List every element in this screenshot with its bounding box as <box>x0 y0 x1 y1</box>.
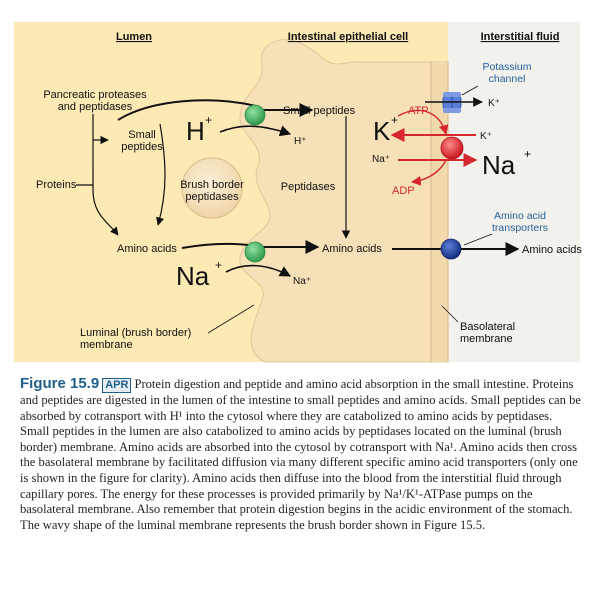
na-k-atpase-pump <box>440 136 464 160</box>
proteins-to-amino-acids-arrow <box>92 172 119 236</box>
brush-border-label-1: Brush border <box>180 179 244 191</box>
interstitial-heading: Interstitial fluid <box>481 31 560 43</box>
aa-transporter-leader <box>463 233 493 246</box>
luminal-membrane-label-2: membrane <box>80 339 133 351</box>
lumen-heading: Lumen <box>116 31 152 43</box>
na-big-label: Na <box>482 150 516 180</box>
h-cell-label: H⁺ <box>294 136 307 147</box>
apr-badge: APR <box>102 378 132 393</box>
small-peptides-lumen-label-2: peptides <box>121 141 163 153</box>
h-ion-charge: + <box>205 113 212 127</box>
figure-label: Figure 15.9 <box>20 375 100 392</box>
epithelial-cell <box>239 38 449 363</box>
aa-na-cotransporter <box>244 241 266 263</box>
amino-acid-transporter <box>440 238 462 260</box>
small-peptide-uptake-arrow-a <box>117 99 257 121</box>
potassium-channel-label-2: channel <box>489 73 526 85</box>
potassium-channel-leader <box>461 85 479 96</box>
luminal-membrane-label-1: Luminal (brush border) <box>80 327 191 339</box>
peptidases-label: Peptidases <box>281 181 336 193</box>
k-ion-charge: + <box>391 113 398 127</box>
adp-arrow <box>411 159 447 186</box>
na-small-label: Na⁺ <box>293 276 311 287</box>
k-out-label: K⁺ <box>488 98 500 109</box>
amino-acids-lumen-label: Amino acids <box>117 243 177 255</box>
cell-heading: Intestinal epithelial cell <box>288 31 408 43</box>
pancreatic-proteases-label-1: Pancreatic proteases <box>43 89 147 101</box>
na-ion-label: Na <box>176 261 210 291</box>
small-peptides-cell-label: Small peptides <box>283 105 356 117</box>
amino-acids-out-label: Amino acids <box>522 244 582 256</box>
proteins-label: Proteins <box>36 179 77 191</box>
brush-border-peptidases-circle <box>181 157 243 219</box>
na-influx-arrow <box>225 264 291 277</box>
potassium-channel-label-1: Potassium <box>482 61 531 73</box>
h-ion-label: H <box>186 116 205 146</box>
na-cell-label: Na⁺ <box>372 154 390 165</box>
na-ion-charge: + <box>215 258 222 272</box>
basolateral-membrane-leader <box>441 305 459 323</box>
amino-acids-cell-label: Amino acids <box>322 243 382 255</box>
small-peptides-lumen-label-1: Small <box>128 129 156 141</box>
atp-arrow <box>397 109 449 135</box>
brush-border-label-2: peptidases <box>185 191 239 203</box>
h-influx-arrow <box>219 125 292 137</box>
caption-text: Protein digestion and peptide and amino … <box>20 377 581 532</box>
luminal-membrane-leader <box>207 304 255 334</box>
peptide-h-cotransporter <box>244 104 266 126</box>
k-in-label: K⁺ <box>480 131 492 142</box>
protein-absorption-diagram: Lumen Intestinal epithelial cell Interst… <box>14 22 582 363</box>
basolateral-membrane-label-2: membrane <box>460 333 513 345</box>
basolateral-membrane-label-1: Basolateral <box>460 321 515 333</box>
interstitial-region <box>448 22 580 362</box>
na-big-charge: + <box>524 147 531 161</box>
amino-acid-transporters-label-1: Amino acid <box>494 210 546 222</box>
adp-label: ADP <box>392 185 415 197</box>
pancreatic-proteases-label-2: and peptidases <box>58 101 133 113</box>
amino-acid-transporters-label-2: transporters <box>492 222 548 234</box>
peptides-to-amino-acids-arrow <box>156 123 166 226</box>
k-ion-label: K <box>373 116 391 146</box>
